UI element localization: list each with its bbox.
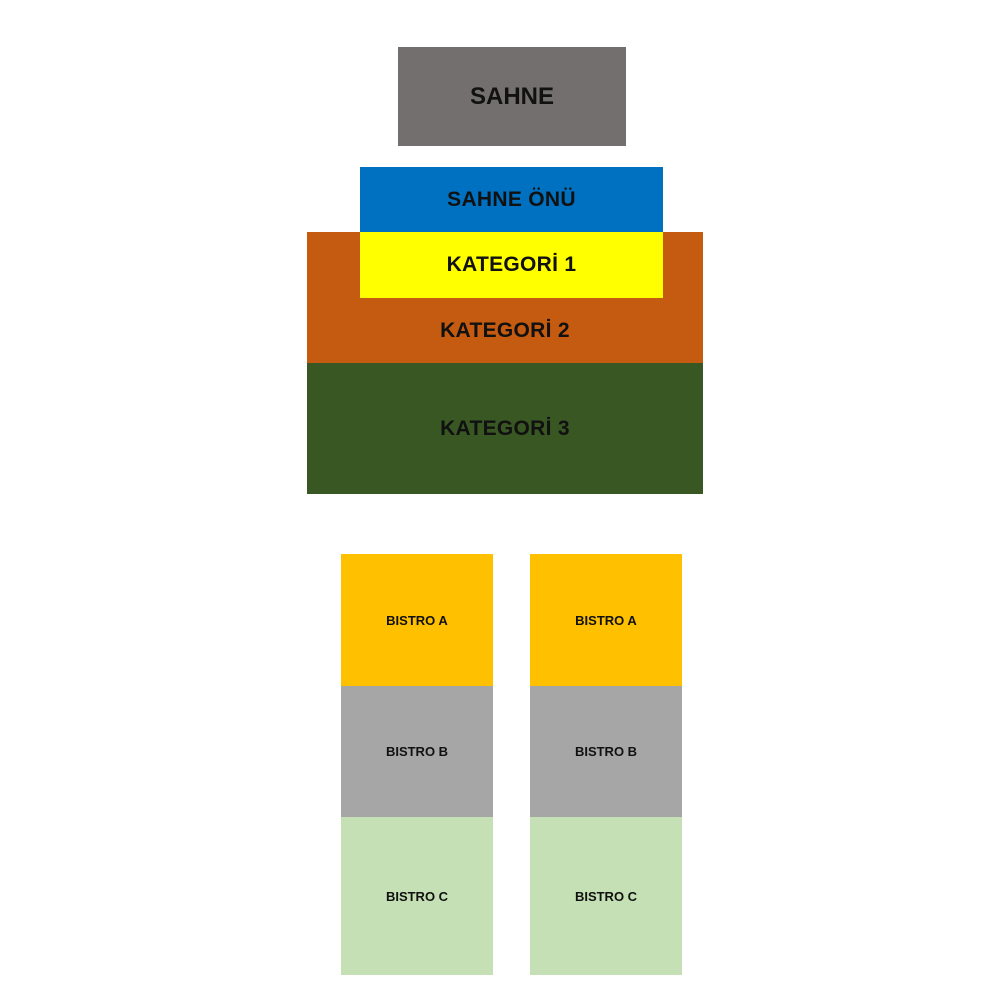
front-stage-zone[interactable]: SAHNE ÖNÜ [360, 167, 663, 232]
bistro-right-b-zone[interactable]: BISTRO B [530, 686, 682, 817]
bistro-left-a-zone[interactable]: BISTRO A [341, 554, 493, 686]
bistro-right-b-label: BISTRO B [574, 744, 638, 759]
bistro-right-c-zone[interactable]: BISTRO C [530, 817, 682, 975]
stage-zone[interactable]: SAHNE [398, 47, 626, 146]
bistro-right-a-label: BISTRO A [575, 612, 637, 628]
bistro-right-c-label: BISTRO C [574, 888, 638, 904]
category-3-label: KATEGORİ 3 [440, 416, 570, 440]
category-2-label: KATEGORİ 2 [440, 318, 570, 342]
bistro-right-a-zone[interactable]: BISTRO A [530, 554, 682, 686]
category-1-zone[interactable]: KATEGORİ 1 [360, 232, 663, 298]
stage-label: SAHNE [469, 82, 554, 110]
category-1-label: KATEGORİ 1 [446, 253, 577, 276]
category-3-zone[interactable]: KATEGORİ 3 [307, 363, 703, 494]
bistro-left-a-label: BISTRO A [386, 612, 448, 628]
front-stage-label: SAHNE ÖNÜ [447, 187, 576, 211]
bistro-left-c-zone[interactable]: BISTRO C [341, 817, 493, 975]
bistro-left-b-zone[interactable]: BISTRO B [341, 686, 493, 817]
bistro-left-b-label: BISTRO B [385, 744, 449, 759]
bistro-left-c-label: BISTRO C [385, 888, 449, 904]
